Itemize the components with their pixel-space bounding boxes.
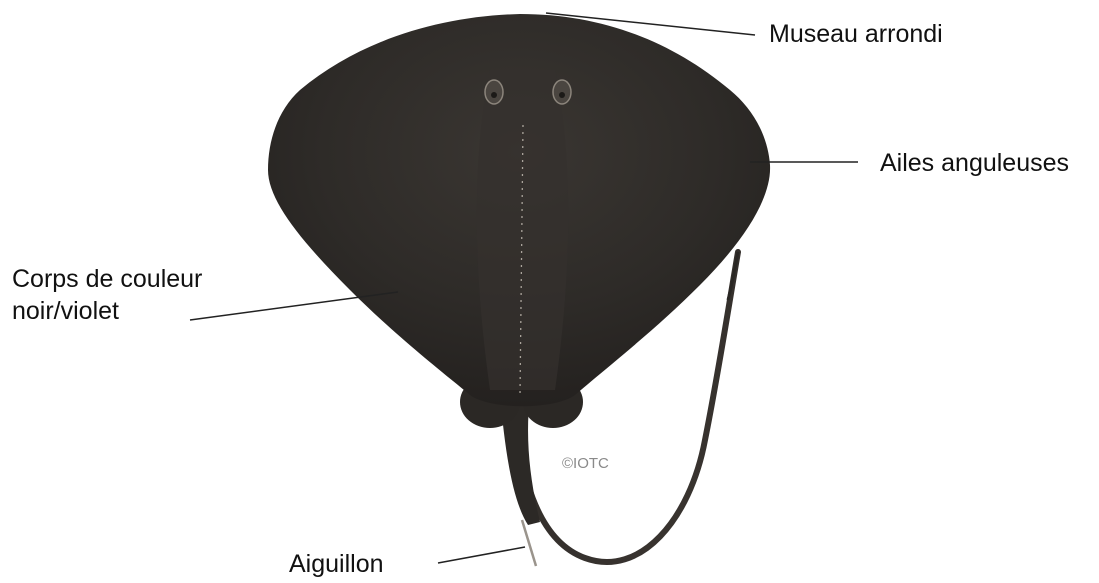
stingray-head-ridge: [477, 70, 568, 390]
copyright-notice: ©IOTC: [562, 455, 609, 472]
label-body-color-line2: noir/violet: [12, 295, 202, 327]
label-rounded-snout: Museau arrondi: [769, 18, 943, 50]
label-body-color-line1: Corps de couleur: [12, 263, 202, 295]
label-body-color: Corps de couleur noir/violet: [12, 263, 202, 327]
label-stinger: Aiguillon: [289, 548, 384, 580]
leader-line-spine: [438, 547, 525, 563]
label-angular-wings: Ailes anguleuses: [880, 147, 1069, 179]
stingray-stinger: [522, 520, 536, 566]
